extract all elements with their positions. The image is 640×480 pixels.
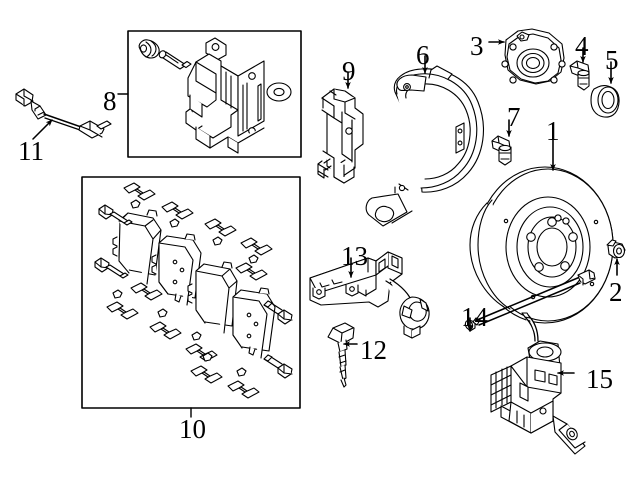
callout-label-11: 11 (18, 136, 44, 166)
callout-label-2: 2 (609, 277, 623, 307)
pad-box-bolt-3 (263, 300, 293, 325)
rotor-retaining-screw (606, 239, 626, 259)
grease-dust-cap (590, 85, 620, 118)
caliper-guide-pin (464, 269, 596, 332)
brake-splash-shield (365, 65, 484, 227)
pad-box-bolt-4 (263, 354, 293, 379)
pad-box-bolt-2 (94, 257, 129, 279)
pad-box-bolt-1 (98, 204, 133, 226)
callout-label-10: 10 (179, 414, 206, 444)
callout-label-12: 12 (360, 335, 387, 365)
callout-label-15: 15 (586, 364, 613, 394)
callout-label-8: 8 (103, 86, 117, 116)
shield-mounting-bolt (491, 135, 512, 166)
brake-caliper-body (185, 37, 265, 154)
callout-label-7: 7 (507, 102, 521, 132)
callout-label-1: 1 (546, 116, 560, 146)
callout-label-13: 13 (341, 241, 368, 271)
abs-wheel-speed-sensor (327, 322, 355, 388)
caliper-bleeder-screw (158, 50, 192, 70)
callout-label-5: 5 (605, 45, 619, 75)
abs-sensor-harness-bracket (309, 251, 430, 339)
caliper-seal-ring (266, 82, 292, 102)
caliper-bleeder-boot (138, 39, 160, 59)
wheel-hub-bearing (501, 28, 566, 85)
brake-pad-wear-sensor (15, 88, 112, 139)
callout-label-6: 6 (416, 40, 430, 70)
hub-mounting-bolt (569, 60, 590, 91)
brake-pad-2 (151, 233, 202, 306)
brake-pad-1 (112, 209, 162, 285)
brake-pad-3 (187, 261, 238, 334)
callout-label-3: 3 (470, 31, 484, 61)
brake-pad-4 (232, 287, 276, 359)
pad-retainer-small (112, 199, 259, 377)
callout-label-9: 9 (342, 56, 356, 86)
caliper-mounting-bracket (317, 88, 364, 184)
callout-leader-11 (32, 119, 53, 140)
pad-clip-set (106, 182, 273, 399)
callout-label-14: 14 (461, 302, 488, 332)
callout-label-4: 4 (575, 31, 589, 61)
parking-brake-actuator (490, 312, 586, 455)
